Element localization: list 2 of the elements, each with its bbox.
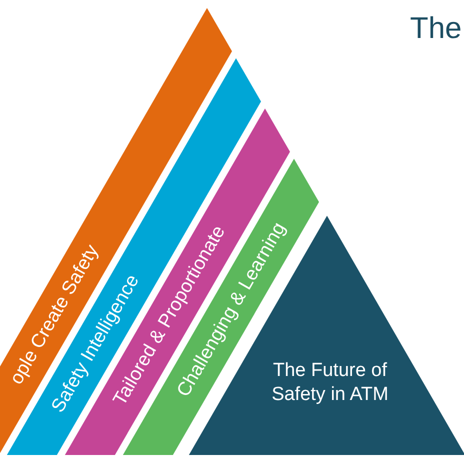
layer-label: The Future of Safety in ATM bbox=[270, 359, 390, 407]
title: The bbox=[410, 12, 462, 46]
